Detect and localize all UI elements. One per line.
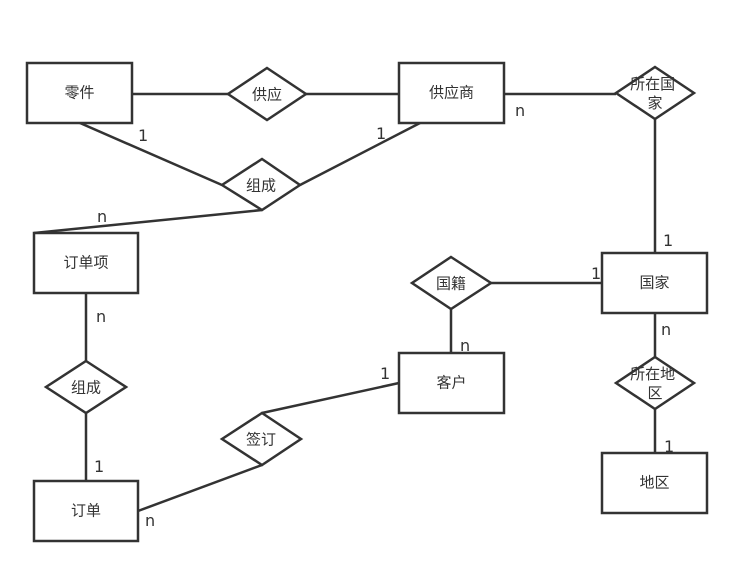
- entity-country-label: 国家: [639, 274, 669, 292]
- cardinality-nationality-country: 1: [591, 264, 601, 283]
- relationship-supplier-country-label: 所在国 家: [630, 75, 680, 112]
- entity-parts[interactable]: 零件: [25, 61, 134, 125]
- supplier-country-line2: 家: [647, 94, 662, 112]
- entity-region[interactable]: 地区: [600, 451, 709, 515]
- relationship-compose-top-label: 组成: [246, 177, 276, 195]
- edge-compose-orderitem: [33, 208, 263, 235]
- cardinality-order-sign: n: [145, 511, 155, 530]
- relationship-compose-bottom-label: 组成: [71, 379, 101, 397]
- cardinality-labels: 1 1 n n 1 1 n n 1 n 1 1 n: [94, 101, 674, 530]
- edge-sign-order: [137, 463, 263, 513]
- relationship-sign-label: 签订: [246, 431, 276, 449]
- entity-supplier-label: 供应商: [429, 84, 474, 102]
- entity-country[interactable]: 国家: [600, 251, 709, 315]
- entity-parts-label: 零件: [64, 84, 94, 102]
- relationship-region-of-country-label: 所在地 区: [630, 365, 680, 402]
- relationship-supply-label: 供应: [252, 86, 282, 104]
- cardinality-nationality-customer: n: [460, 336, 470, 355]
- edge-customer-sign: [261, 381, 400, 415]
- relationship-compose-top[interactable]: 组成: [219, 157, 303, 212]
- edge-parts-compose: [79, 121, 223, 187]
- cardinality-customer-sign: 1: [380, 364, 390, 383]
- entity-region-label: 地区: [639, 474, 669, 492]
- relationship-compose-bottom[interactable]: 组成: [43, 359, 129, 415]
- cardinality-country-region-rel: n: [661, 320, 671, 339]
- relationship-sign[interactable]: 签订: [219, 411, 304, 467]
- entity-customer-label: 客户: [436, 374, 466, 392]
- entity-supplier[interactable]: 供应商: [397, 61, 506, 125]
- cardinality-order-item-compose: n: [96, 307, 106, 326]
- cardinality-supplier-country-rel: n: [515, 101, 525, 120]
- cardinality-country-supplier-rel: 1: [663, 231, 673, 250]
- cardinality-parts-compose: 1: [138, 126, 148, 145]
- cardinality-order-compose: 1: [94, 457, 104, 476]
- entity-order-item[interactable]: 订单项: [32, 231, 140, 295]
- relationship-supply[interactable]: 供应: [225, 66, 309, 122]
- entity-order-item-label: 订单项: [63, 254, 108, 272]
- relationship-region-of-country[interactable]: 所在地 区: [613, 355, 697, 411]
- relationship-nationality[interactable]: 国籍: [409, 255, 494, 311]
- region-of-country-line2: 区: [647, 384, 662, 402]
- edges: [33, 92, 657, 513]
- cardinality-supplier-compose: 1: [376, 124, 386, 143]
- entity-order-label: 订单: [71, 502, 101, 520]
- region-of-country-line1: 所在地: [630, 365, 675, 383]
- relationship-nationality-label: 国籍: [436, 275, 466, 293]
- edge-supplier-compose: [299, 121, 421, 187]
- cardinality-region-region-rel: 1: [664, 437, 674, 456]
- supplier-country-line1: 所在国: [630, 75, 675, 93]
- entity-customer[interactable]: 客户: [397, 351, 506, 415]
- cardinality-compose-order-item: n: [97, 207, 107, 226]
- entity-order[interactable]: 订单: [32, 479, 140, 543]
- relationship-supplier-country[interactable]: 所在国 家: [613, 65, 697, 121]
